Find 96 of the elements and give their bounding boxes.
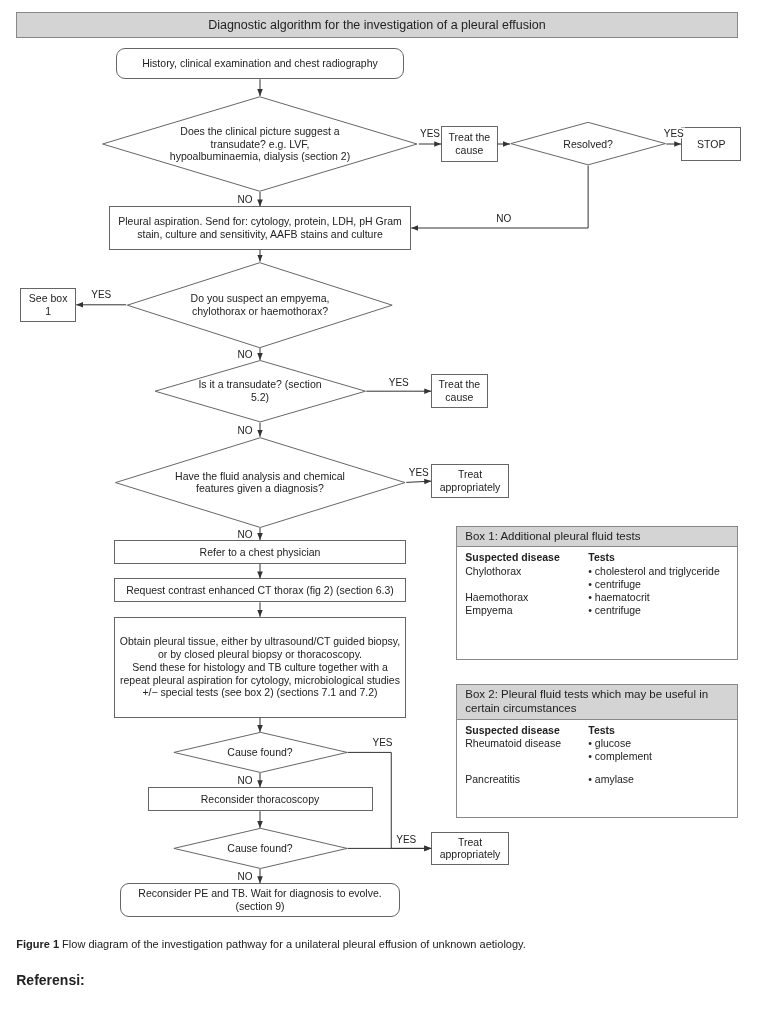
arrow: [257, 249, 263, 263]
arrow: [257, 563, 263, 579]
node-text: Treat the cause: [447, 131, 492, 157]
note-text: Referensi:: [16, 972, 85, 988]
figure-caption: Figure 1 Flow diagram of the investigation pathway for a unilateral pleural effusion of unknown aetiology.: [16, 938, 527, 951]
process-box: [113, 616, 407, 718]
title-banner: Diagnostic algorithm for the investigation of a pleural effusion: [16, 12, 738, 39]
process-box: [147, 787, 373, 812]
process-box: [113, 578, 407, 603]
edge-label: NO: [236, 193, 254, 205]
node-text: Cause found?: [226, 746, 294, 759]
edge-label: NO: [495, 212, 513, 224]
edge-label: YES: [407, 466, 430, 478]
arrow: [257, 810, 263, 829]
node-text: STOP: [697, 137, 726, 151]
node-text: Resolved?: [562, 137, 614, 151]
node-text: Request contrast enhanced CT thorax (fig 2) (section 6.3): [126, 584, 394, 597]
process-box: [431, 831, 509, 866]
decision-diamond: [172, 732, 348, 773]
edge-label: NO: [236, 774, 254, 786]
table-cell: Pancreatitis: [465, 772, 589, 787]
node-text: Treat appropriately: [438, 835, 502, 862]
arrow: [347, 845, 432, 852]
edge-label: NO: [236, 348, 254, 360]
column-header: Suspected disease: [465, 551, 589, 565]
node-text: Send these for histology and TB culture together with a repeat pleural aspiration for cytology, microbiological studies +/− special tests (see box 2) (sections 7.1 and 7.2): [119, 660, 401, 700]
terminal-box: [116, 48, 404, 80]
decision-diamond: [101, 96, 419, 192]
arrow: [665, 141, 682, 147]
table-cell-text: • amylase: [588, 772, 635, 787]
edge-label: NO: [236, 528, 254, 540]
edge-label: YES: [371, 736, 394, 748]
node-text: Reconsider PE and TB. Wait for diagnosis to evolve. (section 9): [137, 887, 383, 913]
table-cell-text: • centrifuge: [588, 603, 642, 617]
column-header: Tests: [588, 723, 616, 737]
arrow: [365, 388, 432, 394]
table-cell: Empyema: [465, 603, 589, 617]
edge-label: YES: [662, 127, 685, 139]
column-header: Tests: [588, 551, 616, 565]
node-text: History, clinical examination and chest radiography: [142, 57, 378, 70]
arrow: [257, 717, 263, 733]
arrow: [257, 421, 263, 438]
edge-label: YES: [395, 833, 418, 845]
column-header: Suspected disease: [465, 723, 589, 737]
node-text: Treat the cause: [437, 378, 482, 404]
process-box: [108, 206, 412, 250]
info-table-box: [456, 525, 738, 660]
node-text: Does the clinical picture suggest a transudate? e.g. LVF, hypoalbuminaemia, dialysis (section 2): [168, 124, 352, 164]
table-cell-text: • centrifuge: [588, 577, 642, 591]
decision-diamond: [172, 828, 348, 869]
process-box: [20, 288, 77, 322]
edge-label: NO: [236, 424, 254, 436]
arrow: [257, 868, 263, 884]
arrow: [257, 347, 263, 361]
node-text: Obtain pleural tissue, either by ultrasound/CT guided biopsy, or by closed pleural biopsy or thoracoscopy.: [118, 635, 402, 661]
decision-diamond: [113, 436, 407, 528]
table-header: Box 1: Additional pleural fluid tests: [457, 526, 737, 548]
table-cell: • cholesterol and triglyceride: [588, 564, 720, 578]
arrow: [497, 141, 511, 147]
node-text: Refer to a chest physician: [199, 545, 321, 559]
arrow: [257, 527, 263, 541]
arrow: [257, 601, 263, 618]
table-cell: Chylothorax: [465, 564, 589, 591]
terminal-box: [120, 883, 400, 917]
process-box: [441, 126, 498, 162]
node-text: Treat appropriately: [438, 468, 502, 494]
node-text: See box 1: [27, 292, 69, 318]
table-cell-text: • haematocrit: [588, 590, 651, 604]
info-table-box: [456, 684, 738, 819]
process-box: [431, 464, 509, 498]
process-box: [113, 540, 407, 564]
edge-label: YES: [90, 288, 113, 300]
node-text: Do you suspect an empyema, chylothorax or haemothorax?: [189, 292, 331, 318]
arrow: [405, 478, 432, 485]
decision-diamond: [153, 360, 367, 423]
edge-label: YES: [387, 376, 410, 388]
arrow: [257, 78, 263, 97]
process-box: [431, 374, 488, 408]
node-text: Is it a transudate? (section 5.2): [197, 378, 323, 404]
table-cell: • complement: [588, 749, 653, 763]
edge-label: NO: [236, 870, 254, 882]
arrow: [257, 191, 263, 207]
edge-label: YES: [419, 127, 441, 139]
table-cell-text: • glucose: [588, 736, 633, 750]
decision-diamond: [126, 261, 394, 348]
arrow: [418, 141, 442, 147]
table-cell: Haemothorax: [465, 590, 589, 604]
table-header: Box 2: Pleural fluid tests which may be useful in certain circumstances: [457, 685, 737, 720]
node-text: Reconsider thoracoscopy: [200, 792, 320, 806]
node-text: Have the fluid analysis and chemical features given a diagnosis?: [174, 469, 346, 496]
arrow: [75, 302, 127, 308]
node-text: Cause found?: [226, 842, 294, 855]
arrow: [257, 772, 263, 788]
table-cell: Rheumatoid disease: [465, 736, 589, 773]
node-text: Pleural aspiration. Send for: cytology, protein, LDH, pH Gram stain, culture and sensitivity, AAFB stains and culture: [117, 215, 403, 241]
arrow: [410, 165, 589, 231]
